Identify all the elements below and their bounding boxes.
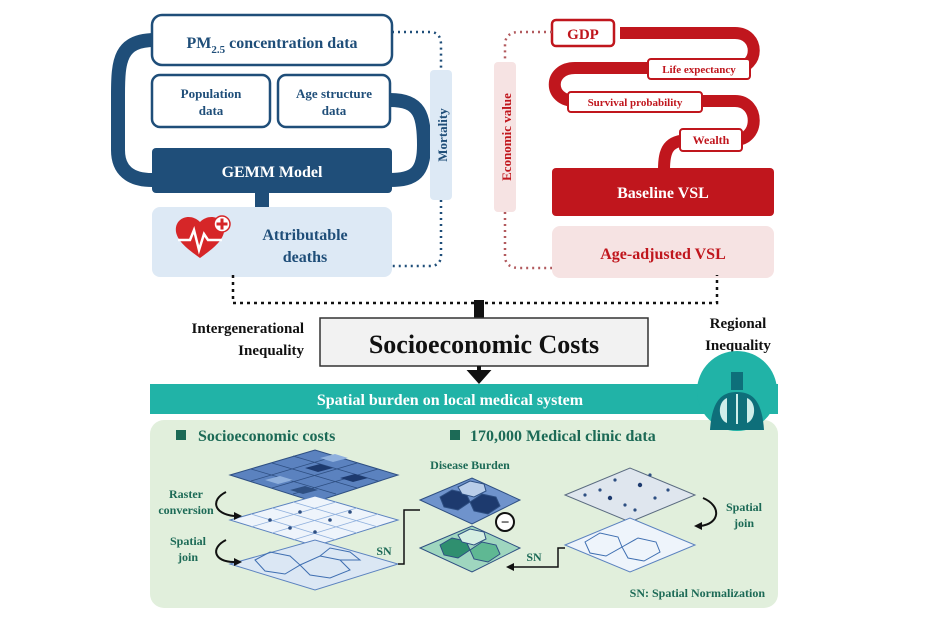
pm25-box	[150, 13, 394, 67]
age-adjusted-vsl-box	[552, 226, 774, 278]
heart-pulse-icon	[175, 215, 231, 258]
life-expectancy-box	[647, 58, 751, 80]
disease-burden-label: Disease Burden	[430, 458, 510, 472]
legend-costs-label: Socioeconomic costs	[198, 428, 335, 445]
socioeconomic-costs-box	[319, 317, 649, 367]
merge-stem	[474, 300, 484, 318]
left-loop-connector	[111, 33, 156, 187]
age-adjusted-vsl-label: Age-adjusted VSL	[600, 246, 726, 263]
spatial-join-right-arrow	[699, 497, 718, 527]
life-expectancy-label: Life expectancy	[662, 64, 736, 76]
mortality-label: Mortality	[435, 108, 450, 162]
sn-left-label: SN	[376, 544, 392, 558]
raster-conversion-arrowhead	[234, 512, 242, 520]
mortality-to-deaths-dots	[392, 200, 443, 268]
spatial-burden-banner	[150, 384, 778, 414]
gemm-stem	[255, 193, 269, 207]
right-panel: GDP Life expectancy Survival probability…	[494, 18, 774, 278]
right-loop-connector	[389, 93, 432, 187]
gdp-to-economic-dots	[503, 30, 552, 62]
pm25-label: PM2.5 concentration data	[186, 35, 357, 56]
disease-burden-layer	[418, 477, 522, 525]
socioeconomic-costs-title: Socioeconomic Costs	[369, 330, 599, 359]
wealth-box	[679, 128, 743, 152]
minus-circle-icon	[495, 512, 515, 532]
spatial-burden-title: Spatial burden on local medical system	[317, 392, 584, 409]
sn-right-arrowhead	[506, 563, 514, 571]
pm-to-mortality-dots	[392, 30, 443, 70]
merge-dotted-bracket	[231, 275, 719, 305]
gdp-label: GDP	[567, 27, 599, 43]
hex-layer-right	[563, 517, 697, 573]
sn-right-connector	[512, 547, 565, 568]
legend-clinics-label: 170,000 Medical clinic data	[470, 428, 656, 445]
cost-raster-layer	[228, 449, 400, 503]
economic-value-box	[494, 62, 516, 212]
baseline-vsl-box	[552, 168, 774, 216]
lungs-body-icon	[697, 351, 777, 431]
bottom-section: Spatial burden on local medical system S…	[150, 351, 778, 608]
mortality-box	[430, 70, 452, 200]
down-arrow	[466, 366, 492, 385]
clinic-points-layer	[563, 467, 697, 523]
spatial-join-left-arrow	[215, 539, 235, 563]
survival-probability-label: Survival probability	[588, 97, 683, 109]
dot-grid-layer	[228, 495, 400, 547]
sn-note-label: SN: Spatial Normalization	[630, 586, 766, 600]
survival-probability-box	[567, 91, 703, 113]
sn-right-label: SN	[526, 550, 542, 564]
legend-square-costs	[176, 430, 186, 440]
sn-left-connector	[398, 509, 420, 565]
gemm-model-box	[152, 148, 392, 193]
legend-square-clinics	[450, 430, 460, 440]
normalized-hex-layer	[418, 525, 522, 573]
raster-conversion-arrow	[215, 491, 235, 517]
baseline-vsl-label: Baseline VSL	[617, 185, 709, 202]
spatial-join-left-arrowhead	[234, 558, 242, 566]
economic-to-vsl-dots	[503, 212, 552, 270]
gemm-model-label: GEMM Model	[222, 164, 323, 181]
population-box	[150, 73, 272, 129]
spatial-join-right-arrowhead	[694, 522, 702, 530]
age-structure-box	[276, 73, 392, 129]
economic-value-label: Economic value	[499, 93, 514, 181]
wealth-label: Wealth	[693, 133, 730, 147]
minus-symbol: −	[501, 515, 510, 531]
